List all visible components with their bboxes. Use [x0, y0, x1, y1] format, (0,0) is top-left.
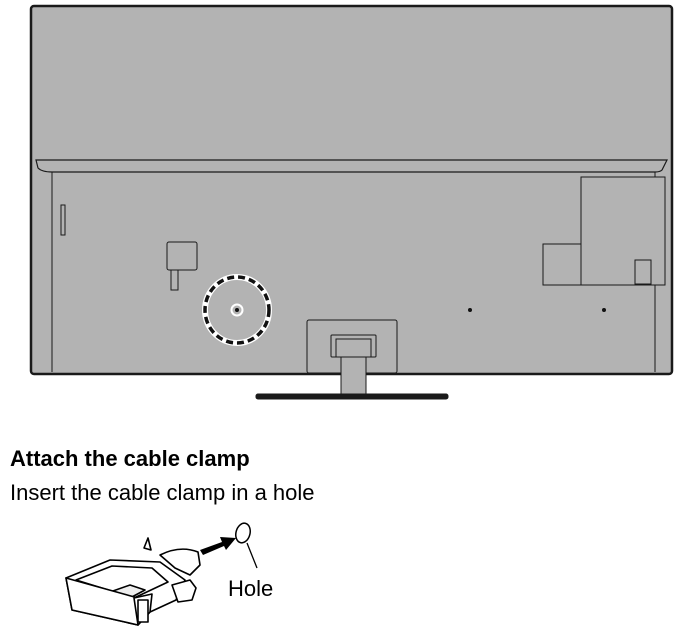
screw-hole — [468, 308, 472, 312]
cable-clamp-hole-highlight — [202, 274, 272, 346]
section-heading: Attach the cable clamp — [10, 446, 250, 471]
arrow-icon — [200, 537, 236, 555]
stand-base — [255, 393, 449, 400]
terminal-block — [580, 176, 666, 286]
hole-label: Hole — [228, 576, 274, 601]
vent-slot — [60, 204, 66, 236]
terminal-sub-block — [542, 243, 582, 286]
tv-back-panel — [29, 4, 674, 376]
hole-icon — [235, 522, 251, 544]
tv-rear-diagram — [29, 4, 674, 400]
tv-panel-ledge — [35, 159, 668, 173]
screw-hole — [602, 308, 606, 312]
hole-icon — [235, 308, 239, 312]
cable-clamp-illustration — [65, 522, 258, 626]
clip-box — [166, 241, 198, 271]
instruction-text: Insert the cable clamp in a hole — [10, 480, 315, 505]
stand-neck — [340, 356, 367, 397]
